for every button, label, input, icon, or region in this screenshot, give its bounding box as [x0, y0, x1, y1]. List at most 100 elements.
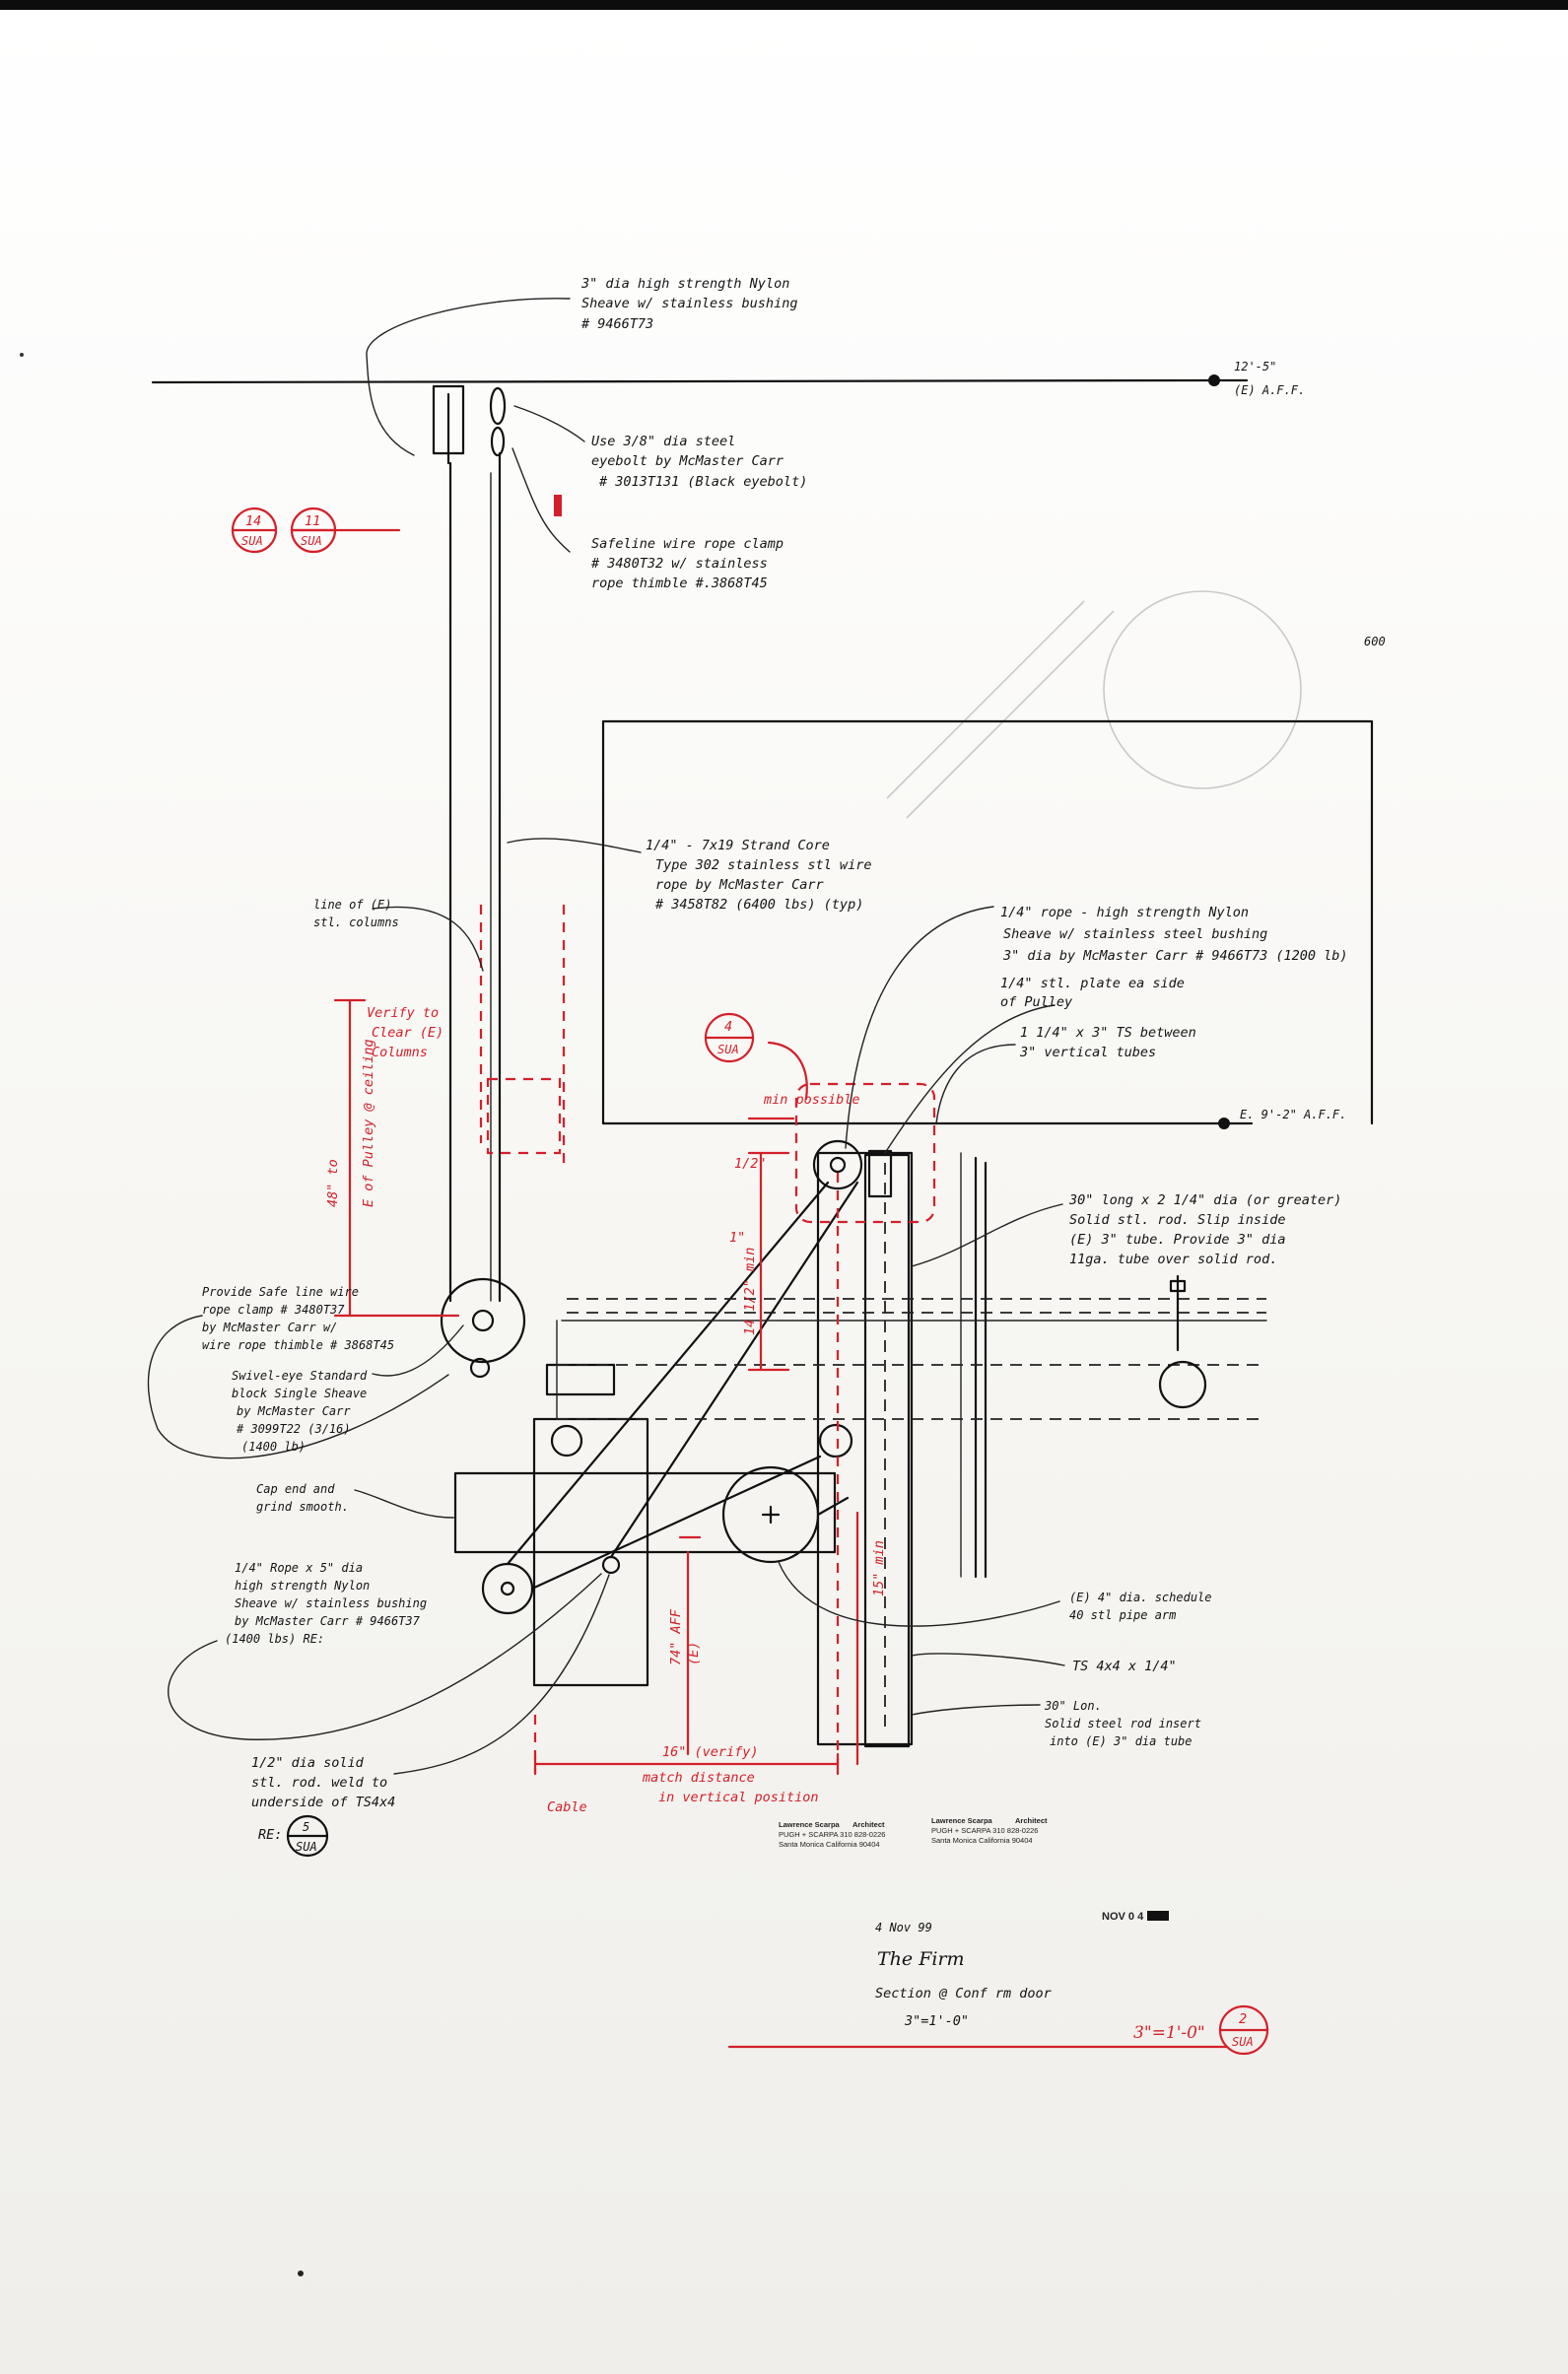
stamp-left: Lawrence Scarpa Architect PUGH + SCARPA … — [779, 1820, 885, 1849]
leader-half-rod — [393, 1574, 610, 1775]
note-line: Sheave w/ stainless bushing — [581, 296, 797, 311]
note-line: (E) 3" tube. Provide 3" dia — [1069, 1232, 1285, 1248]
leader-ts4x4 — [911, 1653, 1065, 1666]
callout-11[interactable]: 11 SUA — [290, 507, 337, 554]
scan-speck — [20, 353, 24, 357]
arm-tie — [816, 1496, 850, 1517]
stamp-firm: Lawrence Scarpa — [779, 1820, 841, 1829]
callout-5-num: 5 — [303, 1820, 309, 1834]
note-line: 11ga. tube over solid rod. — [1069, 1252, 1277, 1267]
note-line: Sheave w/ stainless bushing — [235, 1596, 427, 1610]
red-match-2: in vertical position — [658, 1790, 819, 1805]
swivel-block-axle — [471, 1309, 495, 1332]
top-sheave-axle — [829, 1156, 847, 1174]
red-one-inch: 1" — [729, 1230, 745, 1246]
red-dim-14: 14 1/2" min — [742, 1248, 758, 1335]
small-wheel — [550, 1424, 583, 1458]
callout-2[interactable]: 2 SUA — [1218, 2004, 1269, 2056]
note-line: high strength Nylon — [235, 1579, 370, 1593]
stamp-right: Lawrence Scarpa Architect PUGH + SCARPA … — [931, 1816, 1048, 1845]
note-line: stl. columns — [313, 916, 399, 929]
hanger-clip — [1169, 1279, 1187, 1293]
note-line: Solid stl. rod. Slip inside — [1069, 1212, 1285, 1228]
mid-sheave — [818, 1423, 853, 1458]
rod-anchor — [601, 1555, 621, 1575]
note-line: Provide Safe line wire — [202, 1285, 359, 1299]
swivel-eye — [469, 1357, 491, 1379]
note-line: # 3099T22 (3/16) — [236, 1422, 351, 1436]
note-swivel-eye: Swivel-eye Standard block Single Sheave … — [232, 1369, 368, 1454]
note-line: grind smooth. — [256, 1500, 349, 1514]
red-column-box — [486, 1077, 562, 1155]
rope-diagonal-2 — [609, 1181, 859, 1559]
note-line: (E) 4" dia. schedule — [1069, 1591, 1212, 1604]
note-rope-clamp: Safeline wire rope clamp # 3480T32 w/ st… — [590, 536, 784, 591]
red-note-line: Clear (E) — [372, 1025, 443, 1041]
note-line: line of (E) — [313, 898, 391, 912]
note-line: rope clamp # 3480T37 — [202, 1303, 345, 1317]
note-line: underside of TS4x4 — [251, 1795, 395, 1810]
note-line: (1400 lbs) RE: — [225, 1632, 324, 1646]
red-dim-74: 74" AFF — [668, 1608, 684, 1665]
note-line: 1/4" Rope x 5" dia — [235, 1561, 363, 1575]
leader-rod — [911, 1203, 1063, 1267]
leader-columns — [372, 906, 484, 972]
leader-eyebolt — [513, 405, 585, 442]
leader-swivel — [372, 1324, 464, 1377]
stamp-line2: PUGH + SCARPA 310 828-0226 — [931, 1826, 1038, 1835]
note-line: rope by McMaster Carr — [655, 877, 825, 893]
callout-4[interactable]: 4 SUA — [704, 1012, 755, 1063]
red-match-1: match distance — [642, 1770, 755, 1786]
red-verify: Verify to Clear (E) Columns — [367, 1005, 443, 1060]
red-note-line: Verify to — [367, 1005, 439, 1021]
note-line: 3" dia high strength Nylon — [580, 276, 789, 292]
note-steel-plate: 1/4" stl. plate ea side of Pulley — [1000, 976, 1185, 1010]
title-date: 4 Nov 99 — [875, 1921, 932, 1934]
side-number: 600 — [1364, 635, 1386, 648]
callout-14[interactable]: 14 SUA — [231, 507, 278, 554]
leader-sheave-top — [366, 298, 571, 456]
red-min-possible: min possible — [763, 1092, 860, 1108]
red-note-line: Columns — [372, 1045, 428, 1060]
leader-rod-insert — [911, 1704, 1041, 1716]
lower-pulley-axle — [500, 1581, 515, 1596]
tube-inner — [863, 1153, 911, 1748]
note-line: 40 stl pipe arm — [1069, 1608, 1176, 1622]
thimble — [490, 426, 506, 457]
note-line: block Single Sheave — [232, 1387, 367, 1400]
note-ts-between: 1 1/4" x 3" TS between 3" vertical tubes — [1019, 1025, 1196, 1060]
callout-5[interactable]: 5 SUA — [286, 1814, 329, 1858]
lower-pulley — [481, 1562, 534, 1615]
note-half-rod: 1/2" dia solid stl. rod. weld to undersi… — [251, 1755, 395, 1843]
note-rod-insert: 30" Lon. Solid steel rod insert into (E)… — [1044, 1699, 1201, 1748]
note-line: wire rope thimble # 3868T45 — [202, 1338, 394, 1352]
callout-4-num: 4 — [724, 1019, 732, 1035]
callout-5-sheet: SUA — [296, 1840, 317, 1854]
note-line: by McMaster Carr — [237, 1404, 351, 1418]
note-line: Type 302 stainless stl wire — [655, 857, 871, 873]
faint-diagonal-2 — [886, 600, 1085, 799]
note-line: rope thimble #.3868T45 — [591, 576, 768, 591]
stamp-role: Architect — [1015, 1816, 1048, 1825]
leader-ts — [935, 1044, 1016, 1124]
note-solid-rod: 30" long x 2 1/4" dia (or greater) Solid… — [1068, 1192, 1341, 1267]
elevation-marker-top — [1208, 374, 1220, 386]
note-line: 1/2" dia solid — [251, 1755, 365, 1771]
stamp-role: Architect — [852, 1820, 885, 1829]
note-sheave-top: 3" dia high strength Nylon Sheave w/ sta… — [580, 276, 797, 332]
stamp-line3: Santa Monica California 90404 — [779, 1840, 880, 1849]
note-line: 30" Lon. — [1044, 1699, 1102, 1713]
stamp-line2: PUGH + SCARPA 310 828-0226 — [779, 1830, 885, 1839]
note-line: 30" long x 2 1/4" dia (or greater) — [1068, 1192, 1341, 1208]
faint-circle — [1103, 590, 1302, 789]
note-line: 3" vertical tubes — [1019, 1045, 1156, 1060]
callout-2-sheet: SUA — [1232, 2035, 1254, 2049]
swivel-block — [440, 1277, 526, 1364]
note-rope-5: 1/4" Rope x 5" dia high strength Nylon S… — [225, 1561, 427, 1646]
leader-nylon — [845, 906, 994, 1149]
red-dim-15: 15" min — [871, 1540, 887, 1596]
eyebolt — [489, 386, 507, 426]
note-pipe-arm: (E) 4" dia. schedule 40 stl pipe arm — [1069, 1591, 1212, 1622]
rope-diagonal — [506, 1181, 830, 1566]
note-cap-end: Cap end and grind smooth. — [256, 1482, 349, 1514]
